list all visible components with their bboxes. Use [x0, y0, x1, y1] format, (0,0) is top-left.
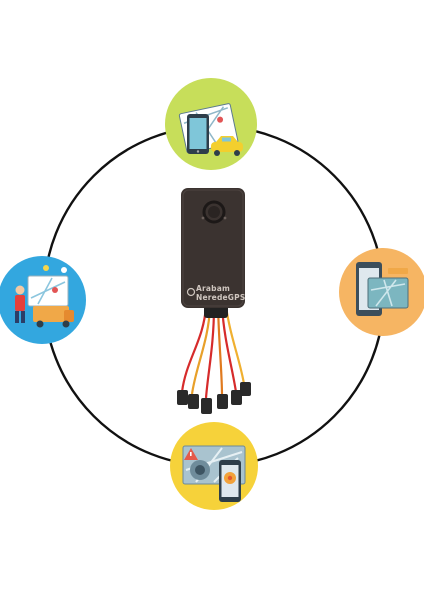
- device-brand-label: Arabam NeredeGPS: [196, 284, 266, 302]
- phone-card-map-icon: [339, 248, 424, 336]
- brand-line-2: NeredeGPS: [196, 293, 246, 302]
- phone-map-car-icon: [165, 78, 257, 170]
- gps-tracker-device: [177, 188, 251, 414]
- delivery-truck-map-icon: [0, 256, 86, 344]
- map-alert-phone-icon: [170, 422, 258, 510]
- brand-line-1: Arabam: [196, 284, 231, 293]
